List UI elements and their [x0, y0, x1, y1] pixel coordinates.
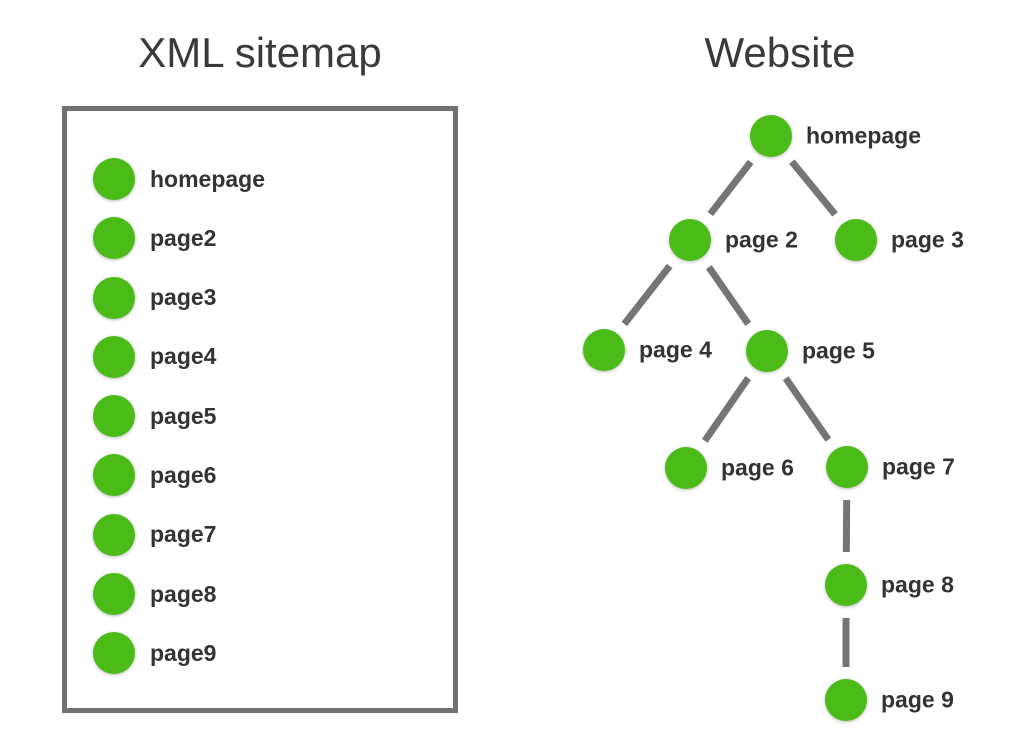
tree-node-page5: page 5 [746, 330, 875, 372]
green-page-dot-icon [825, 564, 867, 606]
green-page-dot-icon [93, 276, 135, 319]
green-page-dot-icon [665, 447, 707, 489]
sitemap-item-label: page4 [150, 343, 217, 370]
green-page-dot-icon [750, 115, 792, 157]
green-page-dot-icon [826, 446, 868, 488]
sitemap-item-label: page8 [150, 580, 217, 607]
green-page-dot-icon [835, 219, 877, 261]
tree-node-page7: page 7 [826, 446, 955, 488]
sitemap-item-label: page2 [150, 224, 217, 251]
sitemap-item: page4 [93, 335, 453, 378]
sitemap-list: homepage page2 page3 page4 page5 page6 page7 pa… [67, 111, 453, 675]
tree-node-label: page 7 [882, 453, 955, 480]
green-page-dot-icon [93, 335, 135, 378]
tree-node-label: homepage [806, 122, 922, 149]
sitemap-item: page5 [93, 395, 453, 438]
tree-node-page2: page 2 [669, 219, 798, 261]
green-page-dot-icon [93, 158, 135, 200]
tree-node-label: page 4 [639, 336, 712, 363]
sitemap-item-label: page7 [150, 521, 217, 548]
sitemap-title: XML sitemap [138, 29, 382, 76]
tree-edge-homepage-page2 [707, 159, 754, 217]
green-page-dot-icon [825, 679, 867, 721]
tree-edge-page2-page5 [705, 265, 752, 326]
tree-edge-homepage-page3 [789, 159, 838, 217]
green-page-dot-icon [93, 513, 135, 556]
sitemap-item-label: page6 [150, 461, 217, 488]
tree-node-page9: page 9 [825, 679, 954, 721]
tree-edge-page2-page4 [621, 263, 673, 327]
tree-node-page3: page 3 [835, 219, 964, 261]
green-page-dot-icon [746, 330, 788, 372]
tree-node-page4: page 4 [583, 329, 712, 371]
website-title: Website [704, 29, 856, 76]
sitemap-item: page3 [93, 276, 453, 319]
tree-node-page6: page 6 [665, 447, 794, 489]
sitemap-item: page9 [93, 632, 453, 675]
sitemap-item-label: page3 [150, 284, 217, 311]
tree-node-label: page 2 [725, 226, 798, 253]
tree-node-label: page 9 [881, 686, 954, 713]
tree-node-label: page 5 [802, 337, 875, 364]
sitemap-item: page8 [93, 573, 453, 616]
tree-edge-page5-page7 [782, 376, 832, 442]
tree-node-label: page 3 [891, 226, 964, 253]
tree-node-label: page 8 [881, 571, 954, 598]
sitemap-item: page6 [93, 454, 453, 497]
sitemap-item: homepage [93, 158, 453, 200]
tree-edge-page5-page6 [701, 376, 752, 443]
green-page-dot-icon [669, 219, 711, 261]
sitemap-item-label: homepage [150, 165, 266, 192]
sitemap-item-label: page5 [150, 402, 217, 429]
sitemap-item: page7 [93, 513, 453, 556]
green-page-dot-icon [583, 329, 625, 371]
green-page-dot-icon [93, 395, 135, 438]
green-page-dot-icon [93, 632, 135, 675]
green-page-dot-icon [93, 217, 135, 260]
tree-node-page8: page 8 [825, 564, 954, 606]
sitemap-item: page2 [93, 217, 453, 260]
sitemap-box: homepage page2 page3 page4 page5 page6 page7 pa… [62, 106, 458, 713]
sitemap-item-label: page9 [150, 639, 217, 666]
green-page-dot-icon [93, 454, 135, 497]
green-page-dot-icon [93, 573, 135, 616]
tree-node-homepage: homepage [750, 115, 921, 157]
tree-node-label: page 6 [721, 454, 794, 481]
